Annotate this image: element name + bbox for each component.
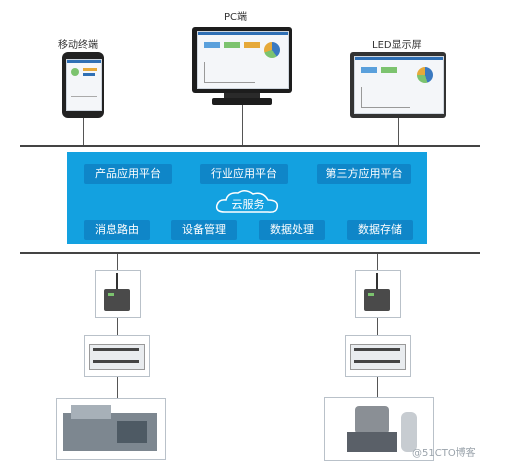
cloud-panel: 产品应用平台 行业应用平台 第三方应用平台 云服务 消息路由 设备管理 数据处理… <box>67 152 427 244</box>
pc-stand <box>224 93 260 98</box>
third-party-platform-box: 第三方应用平台 <box>317 164 411 184</box>
cloud-service-label: 云服务 <box>231 198 265 211</box>
right-vertical-line <box>377 254 378 404</box>
cloud-icon <box>215 190 279 213</box>
watermark: @51CTO博客 <box>412 448 476 459</box>
pc-screen <box>197 31 289 89</box>
right-machine-box <box>324 397 434 461</box>
top-bus-line <box>20 145 480 147</box>
message-routing-box: 消息路由 <box>84 220 150 240</box>
mobile-connector <box>83 118 84 146</box>
right-gateway-box <box>355 270 401 318</box>
mobile-label: 移动终端 <box>58 40 98 51</box>
mobile-screen <box>66 59 102 111</box>
pc-monitor <box>192 27 292 93</box>
right-plc-box <box>345 335 411 377</box>
left-machine-box <box>56 398 166 460</box>
led-display <box>350 52 446 118</box>
product-platform-box: 产品应用平台 <box>84 164 172 184</box>
left-gateway-box <box>95 270 141 318</box>
bottom-bus-line <box>20 252 480 254</box>
data-storage-box: 数据存储 <box>347 220 413 240</box>
left-plc-box <box>84 335 150 377</box>
led-connector <box>398 118 399 146</box>
pc-base <box>212 98 272 105</box>
industry-platform-box: 行业应用平台 <box>200 164 288 184</box>
led-label: LED显示屏 <box>372 40 422 51</box>
led-screen <box>354 56 444 114</box>
device-management-box: 设备管理 <box>171 220 237 240</box>
pc-connector <box>242 105 243 146</box>
left-vertical-line <box>117 254 118 404</box>
data-processing-box: 数据处理 <box>259 220 325 240</box>
mobile-device <box>62 52 104 118</box>
pc-label: PC端 <box>224 12 248 23</box>
